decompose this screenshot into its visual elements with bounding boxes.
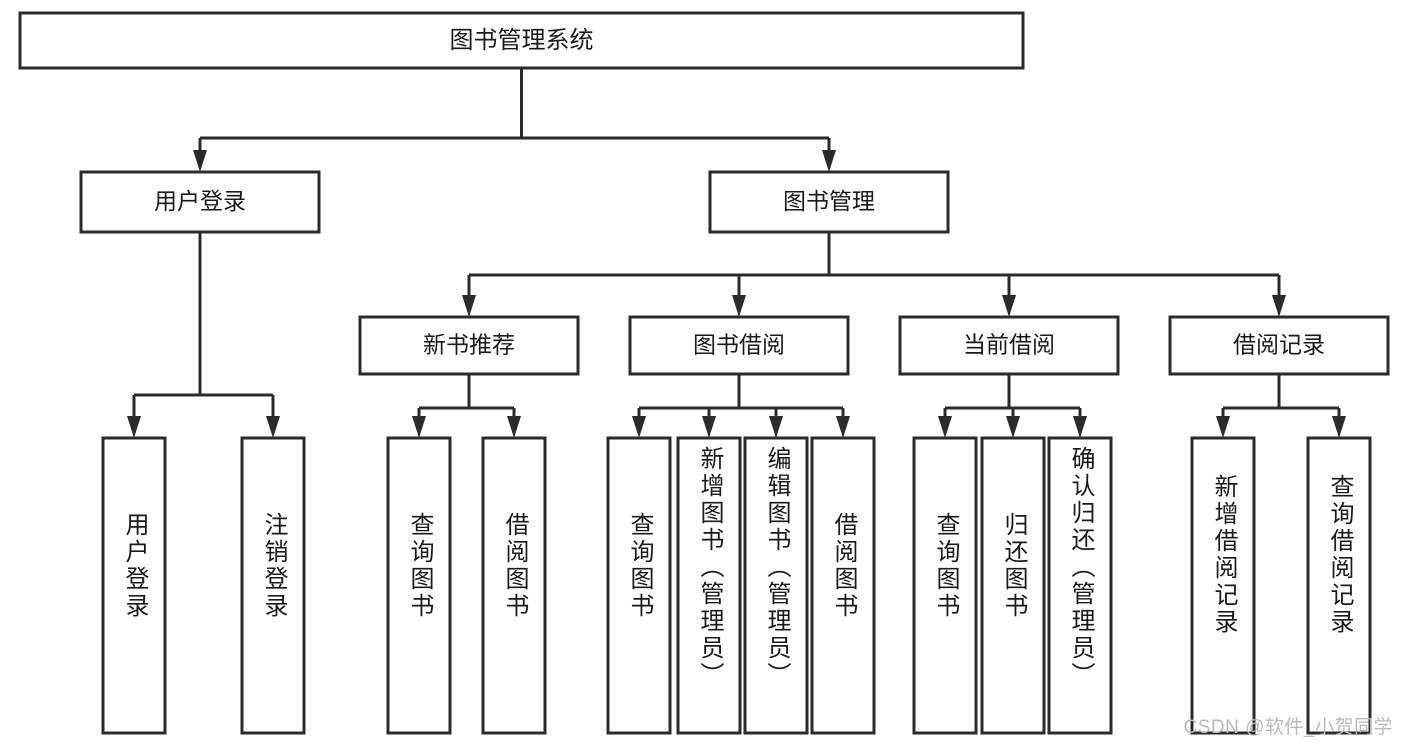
leaf-node-box[interactable] bbox=[1306, 436, 1372, 735]
connector-arrow-icon bbox=[822, 150, 836, 172]
leaf-node-box[interactable] bbox=[606, 436, 672, 735]
leaf-node-box[interactable] bbox=[912, 436, 978, 735]
connector-arrow-icon bbox=[507, 416, 521, 438]
connector-arrow-icon bbox=[632, 416, 646, 438]
connector-arrow-icon bbox=[769, 416, 783, 438]
level2-node-box[interactable] bbox=[1168, 315, 1390, 376]
level1-node-box[interactable] bbox=[79, 170, 321, 234]
leaf-node-box[interactable] bbox=[1190, 436, 1256, 735]
connector-arrow-icon bbox=[1073, 416, 1087, 438]
root-node-label: 图书管理系统 bbox=[450, 27, 594, 54]
connector-arrow-icon bbox=[938, 416, 952, 438]
root-node-box[interactable] bbox=[18, 11, 1025, 70]
box-layer bbox=[18, 11, 1390, 735]
connector-arrow-icon bbox=[412, 416, 426, 438]
leaf-node-box[interactable] bbox=[240, 436, 306, 735]
leaf-node-box[interactable] bbox=[810, 436, 876, 735]
leaf-node-box[interactable] bbox=[481, 436, 547, 735]
connector-arrow-icon bbox=[127, 416, 141, 438]
connector-arrow-icon bbox=[193, 150, 207, 172]
leaf-node-box[interactable] bbox=[980, 436, 1046, 735]
level1-node-box[interactable] bbox=[708, 170, 950, 234]
connector-arrow-icon bbox=[702, 416, 716, 438]
level1-node-label: 图书管理 bbox=[783, 188, 875, 214]
connector-arrow-icon bbox=[1216, 416, 1230, 438]
watermark: CSDN @软件_小贺同学 bbox=[1183, 717, 1393, 738]
connector-arrow-icon bbox=[1002, 295, 1016, 317]
level2-node-box[interactable] bbox=[898, 315, 1120, 376]
connector-arrow-icon bbox=[732, 295, 746, 317]
leaf-node-box[interactable] bbox=[676, 436, 742, 735]
level2-node-label: 借阅记录 bbox=[1233, 332, 1325, 358]
leaf-node-box[interactable] bbox=[1047, 436, 1113, 735]
level2-node-box[interactable] bbox=[628, 315, 850, 376]
connector-arrow-icon bbox=[462, 295, 476, 317]
level2-node-label: 当前借阅 bbox=[963, 332, 1055, 358]
connector-layer bbox=[127, 68, 1346, 438]
leaf-node-box[interactable] bbox=[101, 436, 167, 735]
connector-arrow-icon bbox=[1006, 416, 1020, 438]
leaf-node-box[interactable] bbox=[386, 436, 452, 735]
level2-node-label: 新书推荐 bbox=[423, 332, 515, 358]
connector-arrow-icon bbox=[1272, 295, 1286, 317]
leaf-node-box[interactable] bbox=[743, 436, 809, 735]
level2-node-label: 图书借阅 bbox=[693, 332, 785, 358]
level1-node-label: 用户登录 bbox=[154, 188, 246, 214]
level2-node-box[interactable] bbox=[358, 315, 580, 376]
connector-arrow-icon bbox=[266, 416, 280, 438]
connector-arrow-icon bbox=[836, 416, 850, 438]
connector-arrow-icon bbox=[1332, 416, 1346, 438]
